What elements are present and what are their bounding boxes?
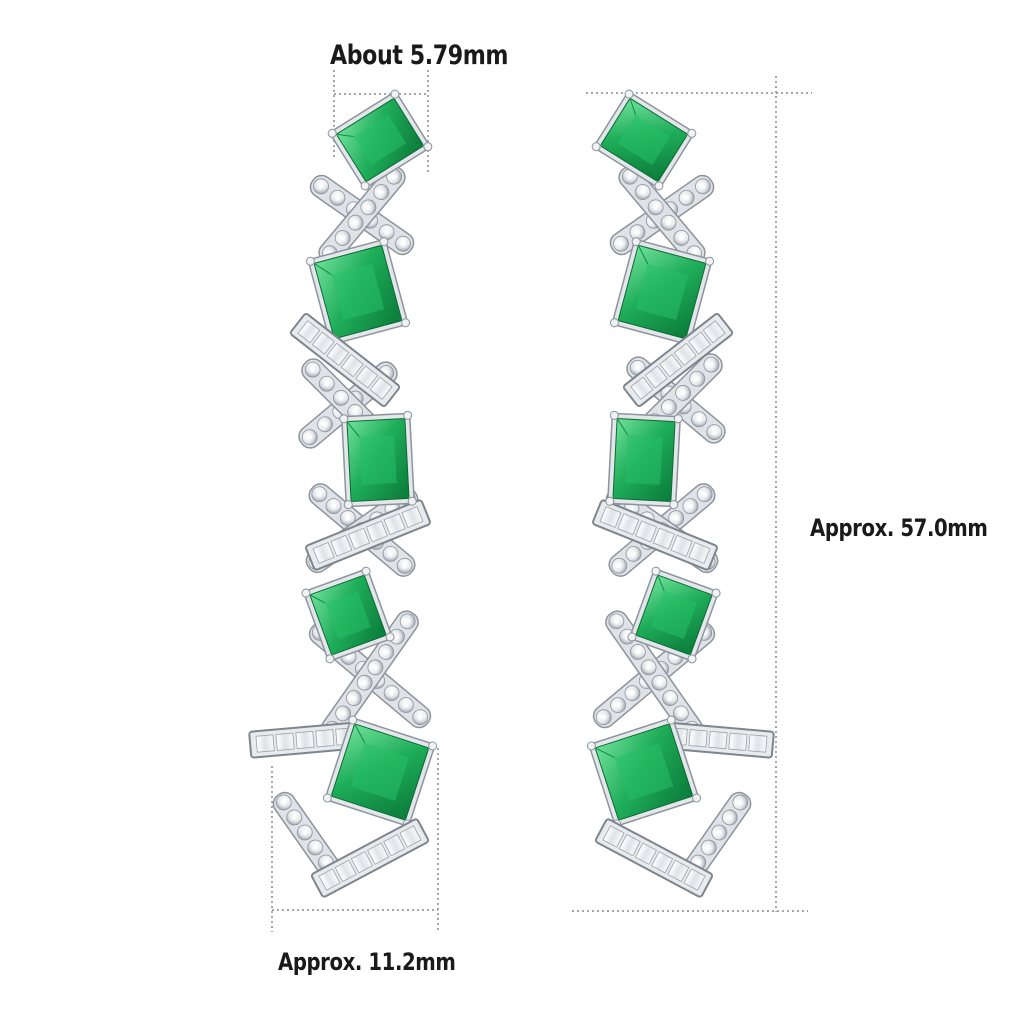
- bottom-width-label: Approx. 11.2mm: [278, 948, 456, 976]
- emerald-stone: [586, 715, 702, 829]
- emerald-stone: [327, 89, 433, 191]
- length-label: Approx. 57.0mm: [810, 514, 988, 542]
- top-width-label: About 5.79mm: [330, 40, 509, 71]
- emerald-stone: [605, 410, 683, 510]
- baguette-bar: [661, 721, 775, 759]
- emerald-stone: [627, 566, 721, 664]
- baguette-bar: [305, 499, 431, 571]
- baguette-bar: [592, 499, 718, 571]
- dimension-lines: [271, 70, 812, 932]
- baguette-bar: [594, 818, 714, 898]
- baguette-bar: [310, 818, 430, 898]
- emerald-stone: [305, 237, 411, 347]
- emerald-stone: [301, 566, 395, 664]
- emerald-stone: [609, 237, 715, 347]
- left-earring: [248, 89, 438, 898]
- emerald-stone: [339, 410, 417, 510]
- right-earring: [586, 89, 775, 898]
- baguette-bar: [289, 313, 401, 407]
- emerald-stone: [591, 89, 697, 191]
- baguette-bar: [622, 313, 734, 407]
- pave-bar: [676, 791, 752, 889]
